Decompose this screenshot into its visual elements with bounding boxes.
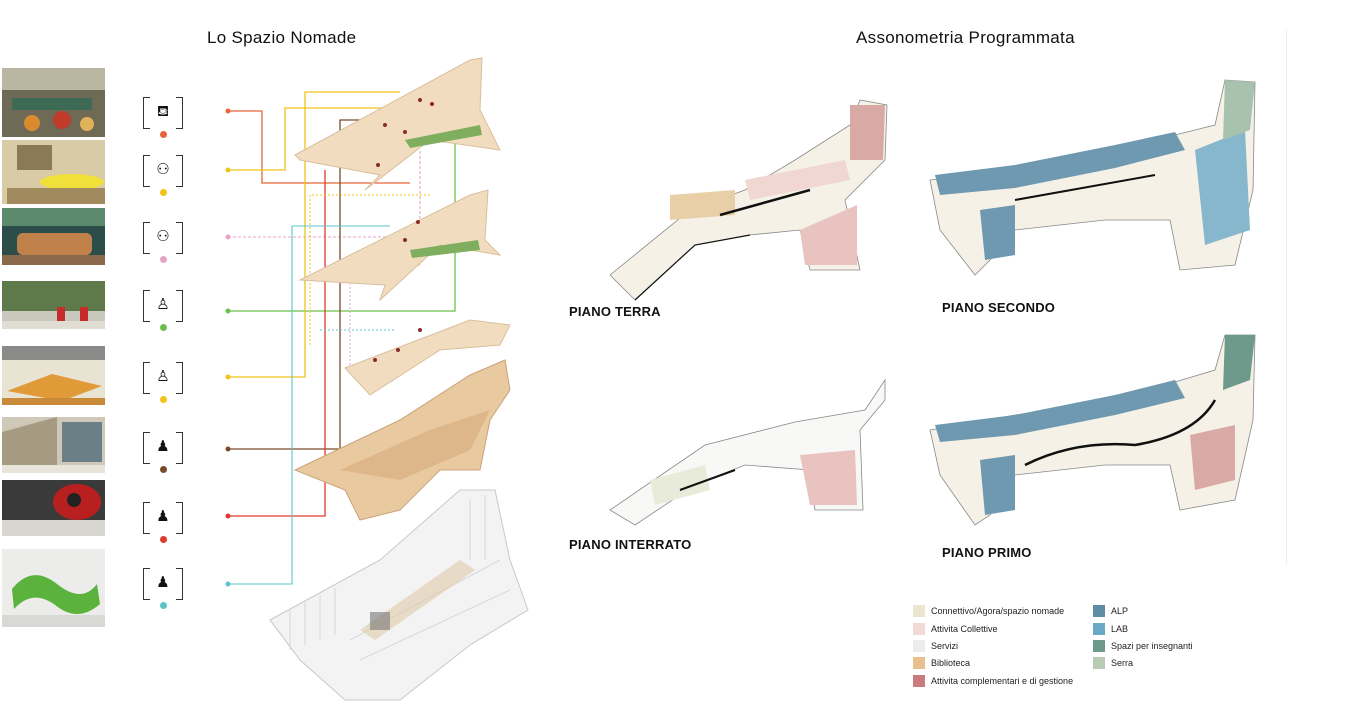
activity-dot [160,602,167,609]
people-at-table-icon: ⚇ [156,160,170,178]
divider-line [1286,30,1287,565]
activity-dot [160,189,167,196]
activity-icon-1: ⛾ [143,97,183,138]
reclining-person-icon: ⛾ [156,102,170,120]
activity-icon-5: ♙ [143,362,183,403]
standing-and-seated-icon: ♙ [156,295,170,313]
people-stairs-icon: ♟ [156,437,170,455]
photo-stairs [2,417,105,473]
activity-icon-3: ⚇ [143,222,183,263]
left-title: Lo Spazio Nomade [207,28,357,47]
activity-icon-8: ♟ [143,568,183,609]
activity-dot [160,396,167,403]
activity-dot [160,256,167,263]
connector-lines [225,57,529,701]
people-conversation-icon: ⚇ [156,227,170,245]
floor-label-ground: PIANO TERRA [569,304,661,319]
floor-label-second: PIANO SECONDO [942,300,1056,315]
photo-red-pods [2,480,105,536]
activity-icon-7: ♟ [143,502,183,543]
right-title: Assonometria Programmata [856,28,1075,47]
photo-booths [2,208,105,265]
floor-label-basement: PIANO INTERRATO [569,537,692,552]
activity-icon-2: ⚇ [143,155,183,196]
activity-dot [160,466,167,473]
lying-person-icon: ♟ [156,573,170,591]
activity-icon-4: ♙ [143,290,183,331]
activity-icon-6: ♟ [143,432,183,473]
axonometric-plans [609,79,1256,526]
activity-dot [160,536,167,543]
person-lounging-icon: ♙ [156,367,170,385]
legend: Connettivo/Agora/spazio nomade Attivita … [913,605,1343,695]
floor-label-first: PIANO PRIMO [942,545,1032,560]
photo-lounge [2,68,105,137]
photo-steps [2,346,105,405]
activity-dot [160,131,167,138]
photo-green-sofa [2,549,105,627]
photo-tables [2,140,105,204]
photo-green-wall [2,281,105,329]
activity-dot [160,324,167,331]
seated-person-icon: ♟ [156,507,170,525]
